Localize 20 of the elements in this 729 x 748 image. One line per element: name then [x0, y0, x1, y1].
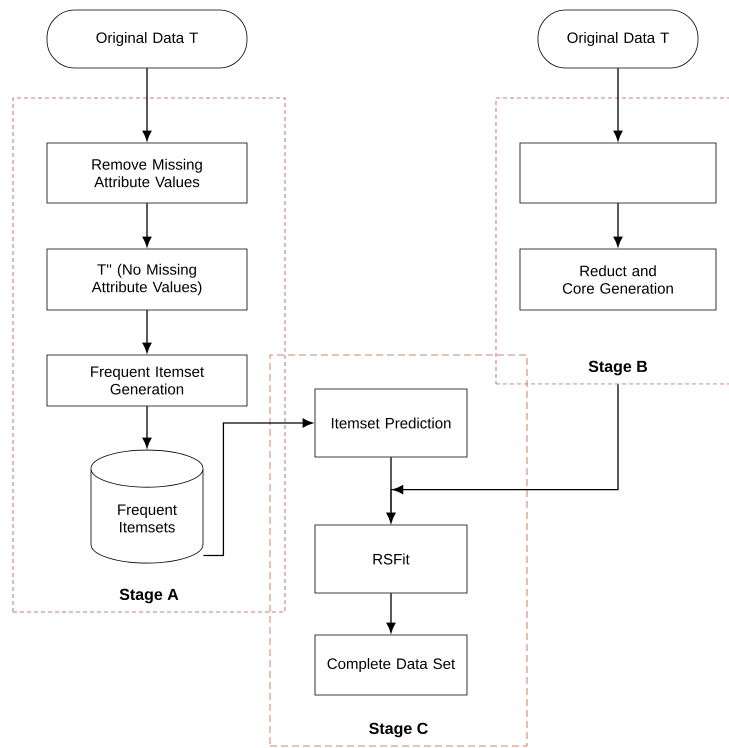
arrow [614, 68, 622, 141]
arrow [142, 310, 152, 353]
arrow [203, 418, 313, 556]
process-box: RSFit [314, 524, 468, 594]
process-box: Frequent Itemset Generation [46, 354, 248, 406]
arrow [614, 203, 622, 247]
process-box [520, 142, 716, 204]
terminator: Original Data T [538, 10, 698, 68]
arrow [142, 406, 152, 448]
process-box: Reduct and Core Generation [520, 248, 716, 310]
arrow [142, 203, 152, 247]
arrow [142, 68, 152, 141]
process-box: T'' (No Missing Attribute Values) [46, 248, 248, 310]
process-box: Complete Data Set [314, 634, 468, 696]
database-cylinder: Frequent Itemsets [90, 450, 204, 564]
process-box: Itemset Prediction [314, 388, 468, 458]
terminator: Original Data T [46, 10, 248, 68]
arrow [386, 457, 396, 523]
arrow [386, 593, 396, 633]
process-box: Remove Missing Attribute Values [46, 142, 248, 204]
